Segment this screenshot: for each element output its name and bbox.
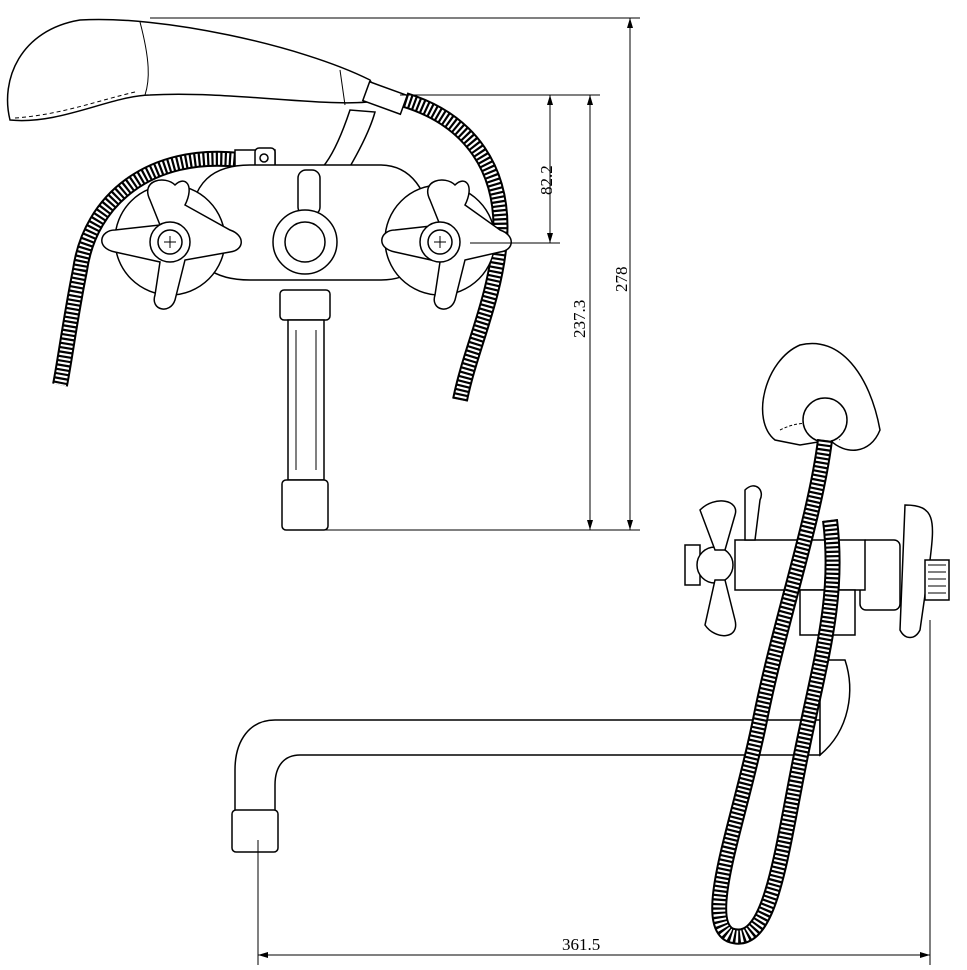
right-handle-front <box>381 179 512 310</box>
dimension-82-2: 82.2 <box>537 165 556 195</box>
dimension-278: 278 <box>612 267 631 293</box>
dimension-lines-front: 82.2 237.3 278 <box>150 17 640 531</box>
left-handle-front <box>101 179 242 310</box>
dimension-237-3: 237.3 <box>570 300 589 338</box>
dimension-361-5: 361.5 <box>562 935 600 954</box>
hand-shower-front <box>6 18 409 176</box>
front-view <box>6 18 512 531</box>
side-view <box>231 342 950 945</box>
dimension-lines-side: 361.5 <box>257 620 931 965</box>
